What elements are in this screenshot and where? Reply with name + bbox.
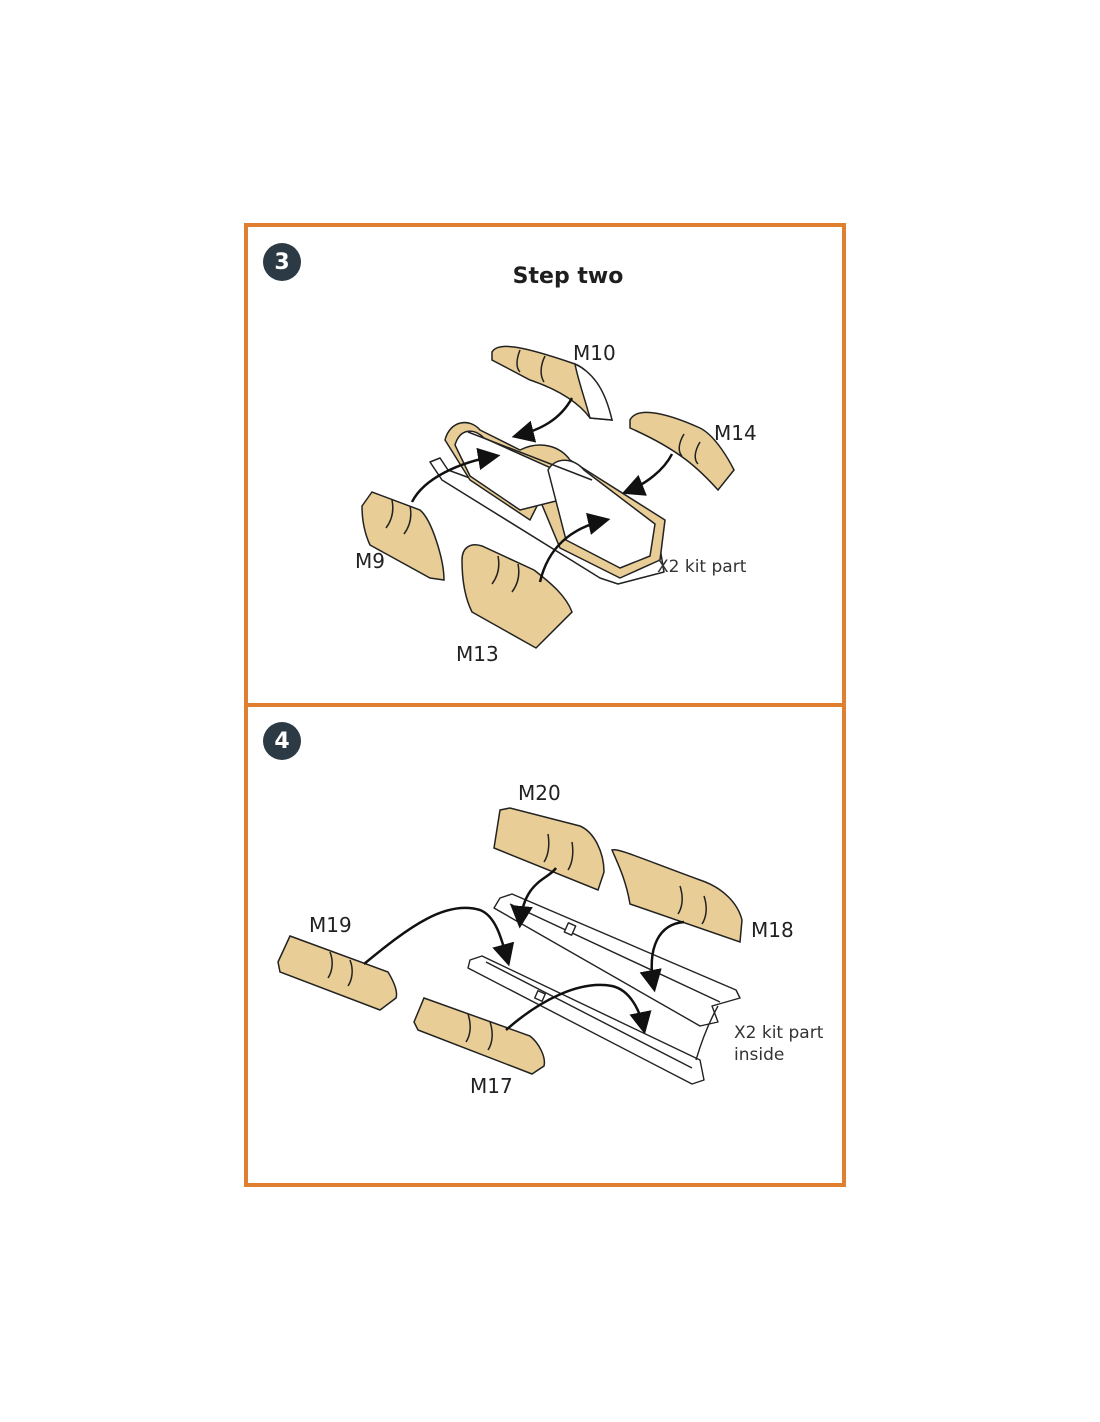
- label-m14: M14: [714, 421, 757, 445]
- mask-m19: [277, 935, 398, 1011]
- label-m17: M17: [470, 1074, 513, 1098]
- step-3-badge: 3: [263, 243, 301, 281]
- mask-m10: [491, 345, 614, 421]
- mask-m9: [361, 491, 445, 581]
- label-m19: M19: [309, 913, 352, 937]
- step3-arrows: [410, 397, 674, 583]
- step-title: Step two: [512, 264, 624, 289]
- kit-part-note-step4: X2 kit part inside: [734, 1022, 823, 1066]
- mask-m14: [629, 411, 735, 492]
- label-m9: M9: [355, 549, 385, 573]
- label-m18: M18: [751, 918, 794, 942]
- mask-m17: [413, 997, 546, 1075]
- label-m10: M10: [573, 341, 616, 365]
- kit-part-note-line1: X2 kit part: [734, 1023, 824, 1043]
- mask-m13: [461, 544, 573, 649]
- kit-part-step4: [467, 893, 741, 1085]
- mask-m20: [493, 807, 605, 891]
- panel-divider: [244, 703, 846, 707]
- kit-part-note-line2: inside: [734, 1045, 785, 1065]
- label-m20: M20: [518, 781, 561, 805]
- kit-part-note-step3: X2 kit part: [657, 557, 747, 577]
- mask-m18: [610, 849, 743, 944]
- step4-arrows: [363, 867, 685, 1035]
- label-m13: M13: [456, 642, 499, 666]
- step-4-badge: 4: [263, 722, 301, 760]
